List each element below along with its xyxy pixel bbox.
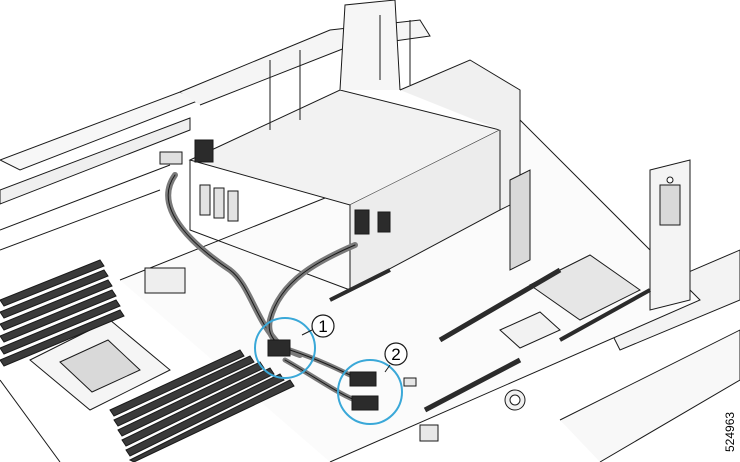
callout-2-number: 2: [391, 345, 400, 364]
callout-ring-1: [254, 317, 316, 379]
rear-bracket: [649, 159, 691, 311]
motherboard-connectors: [267, 339, 417, 411]
callout-leader-2: [384, 364, 391, 373]
motherboard: [329, 254, 651, 442]
figure-id: 524963: [723, 412, 737, 452]
callout-ring-2: [337, 359, 403, 425]
dimm-bank-right: [109, 349, 295, 462]
dimm-bank-left: [0, 259, 125, 367]
callout-leader-1: [301, 329, 313, 336]
cpu-area: [29, 267, 186, 411]
callout-1-number: 1: [318, 317, 327, 336]
callout-2: 2: [384, 342, 408, 366]
riser-connectors: [159, 139, 391, 235]
callout-1: 1: [311, 314, 335, 338]
riser-cage: [188, 0, 531, 291]
